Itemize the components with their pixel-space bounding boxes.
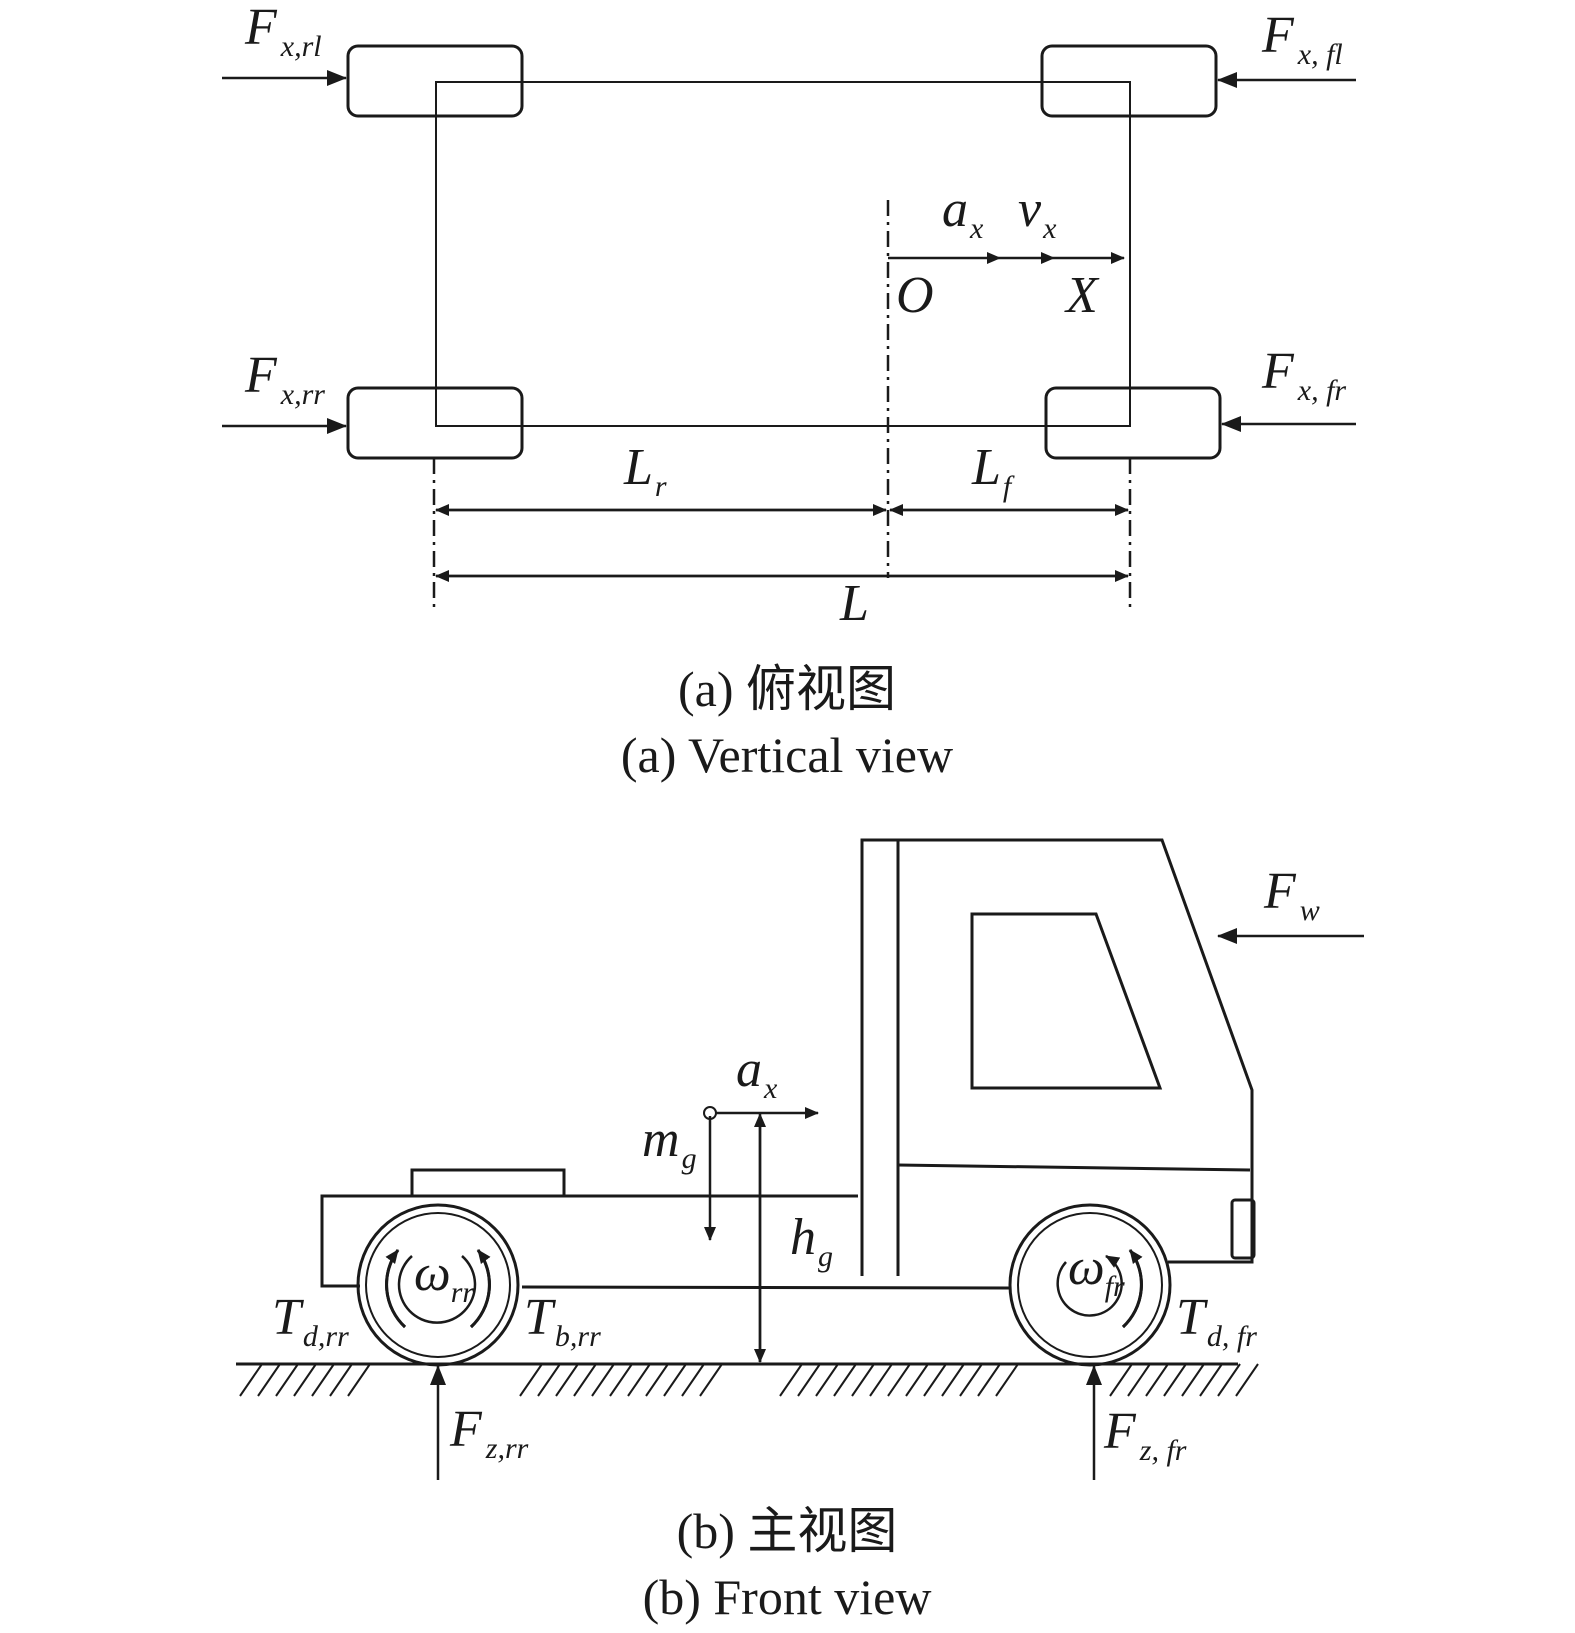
ground-hatch-line xyxy=(293,1363,317,1397)
ground-hatch-line xyxy=(311,1363,335,1397)
label-x-axis: X xyxy=(1064,267,1100,324)
ground-hatch-line xyxy=(869,1363,893,1397)
ground-hatch-line xyxy=(1127,1363,1151,1397)
cab-window xyxy=(970,912,1163,1090)
label-hg: hg xyxy=(790,1209,833,1273)
ground-hatch-line xyxy=(959,1363,983,1397)
ground-hatch-line xyxy=(815,1363,839,1397)
label-mg: mg xyxy=(642,1111,697,1175)
ground-hatch-line xyxy=(555,1363,579,1397)
ground-hatch-line xyxy=(663,1363,687,1397)
ground-hatch-line xyxy=(851,1363,875,1397)
headlight xyxy=(1230,1198,1256,1260)
ground-hatch-line xyxy=(609,1363,633,1397)
label-omega-fr: ωfr xyxy=(1068,1239,1125,1303)
ground-hatch-line xyxy=(1181,1363,1205,1397)
label-vx: vx xyxy=(1018,181,1057,245)
caption-top-cn: (a) 俯视图 xyxy=(678,661,896,717)
wheel-front-right xyxy=(1044,386,1222,460)
cab-outline xyxy=(860,838,1254,1276)
label-tb-rr: Tb,rr xyxy=(524,1289,601,1353)
ground-hatch-line xyxy=(887,1363,911,1397)
label-origin: O xyxy=(896,267,934,324)
ground-hatch-line xyxy=(329,1363,353,1397)
label-ax-top: ax xyxy=(942,181,984,245)
ground-hatch-line xyxy=(573,1363,597,1397)
ground-hatch-line xyxy=(347,1363,371,1397)
caption-top-en: (a) Vertical view xyxy=(621,727,953,783)
ground-hatch-line xyxy=(537,1363,561,1397)
ground-hatch-line xyxy=(977,1363,1001,1397)
label-ax-front: ax xyxy=(736,1041,778,1105)
label-td-fr: Td, fr xyxy=(1176,1289,1257,1353)
ground-hatch-line xyxy=(591,1363,615,1397)
label-lr: Lr xyxy=(623,439,667,503)
ground-hatch-line xyxy=(1109,1363,1133,1397)
ground-hatch-line xyxy=(905,1363,929,1397)
label-lf: Lf xyxy=(971,439,1015,503)
fifth-wheel-plate xyxy=(410,1168,566,1198)
ground-hatch-line xyxy=(995,1363,1019,1397)
chassis-left-line xyxy=(435,81,522,427)
caption-front-cn: (b) 主视图 xyxy=(677,1503,898,1559)
ground-hatch-line xyxy=(681,1363,705,1397)
ground-hatch-line xyxy=(941,1363,965,1397)
ground-hatch-line xyxy=(645,1363,669,1397)
ground-hatch-line xyxy=(923,1363,947,1397)
ground-hatch-line xyxy=(1163,1363,1187,1397)
ground-hatching xyxy=(239,1363,1259,1397)
ground-hatch-line xyxy=(1145,1363,1169,1397)
ground-hatch-line xyxy=(833,1363,857,1397)
ground-hatch-line xyxy=(1235,1363,1259,1397)
label-wheelbase: L xyxy=(839,575,869,632)
caption-front-en: (b) Front view xyxy=(643,1569,932,1625)
ground-hatch-line xyxy=(797,1363,821,1397)
ground-hatch-line xyxy=(239,1363,263,1397)
ground-hatch-line xyxy=(699,1363,723,1397)
frame-bottom-line xyxy=(521,1285,1011,1290)
ground-hatch-line xyxy=(627,1363,651,1397)
ground-hatch-line xyxy=(779,1363,803,1397)
label-omega-rr: ωrr xyxy=(414,1245,474,1309)
ground-hatch-line xyxy=(1217,1363,1241,1397)
ground-hatch-line xyxy=(275,1363,299,1397)
ground-hatch-line xyxy=(519,1363,543,1397)
ground-hatch-line xyxy=(257,1363,281,1397)
cab-waist-line xyxy=(897,1163,1251,1172)
label-td-rr: Td,rr xyxy=(272,1289,349,1353)
ground-hatch-line xyxy=(1199,1363,1223,1397)
rear-frame-body xyxy=(320,1194,858,1288)
chassis-right-line xyxy=(1042,81,1131,427)
